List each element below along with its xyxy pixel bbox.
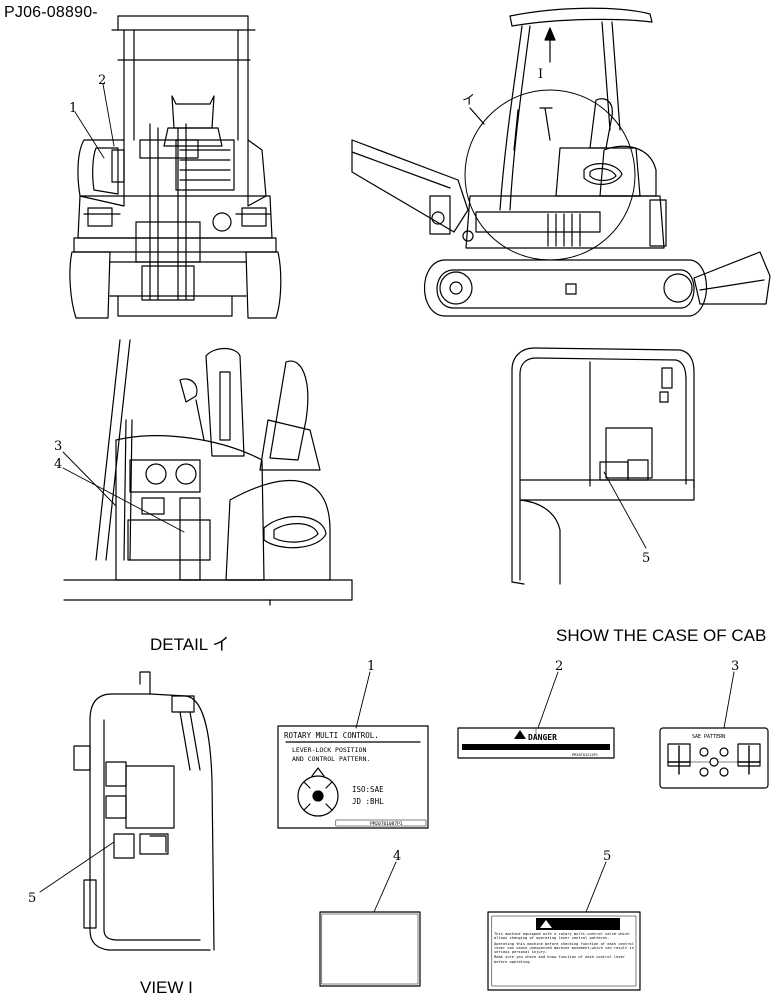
callout-2-front: 2 <box>98 73 106 88</box>
warning-para2: Operating this machine before checking f… <box>494 941 634 955</box>
document-id: PJ06-08890- <box>4 4 98 21</box>
callout-1-front: 1 <box>69 101 77 116</box>
callout-3-detail: 3 <box>54 439 62 454</box>
rotary-jd: JD :BHL <box>352 797 384 806</box>
warning-para1: This machine equipped with a rotary mult… <box>494 932 630 941</box>
decal-blank-card <box>319 911 421 987</box>
decal-danger <box>457 727 615 759</box>
callout-1-decal: 1 <box>367 659 375 674</box>
cab-case-view <box>511 347 695 585</box>
decal-warning <box>487 911 641 991</box>
side-view <box>351 7 771 317</box>
danger-code: PM20T01214P1 <box>572 753 598 757</box>
front-view <box>69 15 282 319</box>
decal-sae-pattern <box>659 727 769 789</box>
rotary-title: ROTARY MULTI CONTROL. <box>284 731 379 740</box>
sae-title: SAE PATTERN <box>692 734 725 740</box>
detail-mark-label: イ <box>462 93 475 108</box>
callout-5-cab: 5 <box>642 551 650 566</box>
callout-4-decal: 4 <box>393 849 401 864</box>
view-arrow-label: I <box>538 67 543 82</box>
rotary-code: PM20T01087P1 <box>370 821 403 827</box>
callout-3-decal: 3 <box>731 659 739 674</box>
leader-lines <box>39 83 735 913</box>
callout-5-decal: 5 <box>603 849 611 864</box>
rotary-line2: AND CONTROL PATTERN. <box>292 755 370 763</box>
warning-para3: Make sure you check and know function of… <box>494 955 625 964</box>
rotary-iso: ISO:SAE <box>352 785 384 794</box>
callout-2-decal: 2 <box>555 659 563 674</box>
view-i-view <box>73 671 215 951</box>
callout-4-detail: 4 <box>54 457 62 472</box>
decal-rotary-multi-control <box>277 725 429 829</box>
detail-view <box>63 339 353 606</box>
danger-header: DANGER <box>528 733 557 742</box>
detail-caption: DETAIL イ <box>150 635 230 654</box>
rotary-line1: LEVER-LOCK POSITION <box>292 746 366 754</box>
view-caption: VIEW I <box>140 978 193 997</box>
danger-text: STOP THE ENGINE WITHOUT FAIL AT TIME OF … <box>466 745 605 751</box>
warning-header: WARNING <box>556 921 590 930</box>
cab-case-caption: SHOW THE CASE OF CAB <box>556 626 767 645</box>
callout-5-view: 5 <box>28 891 36 906</box>
